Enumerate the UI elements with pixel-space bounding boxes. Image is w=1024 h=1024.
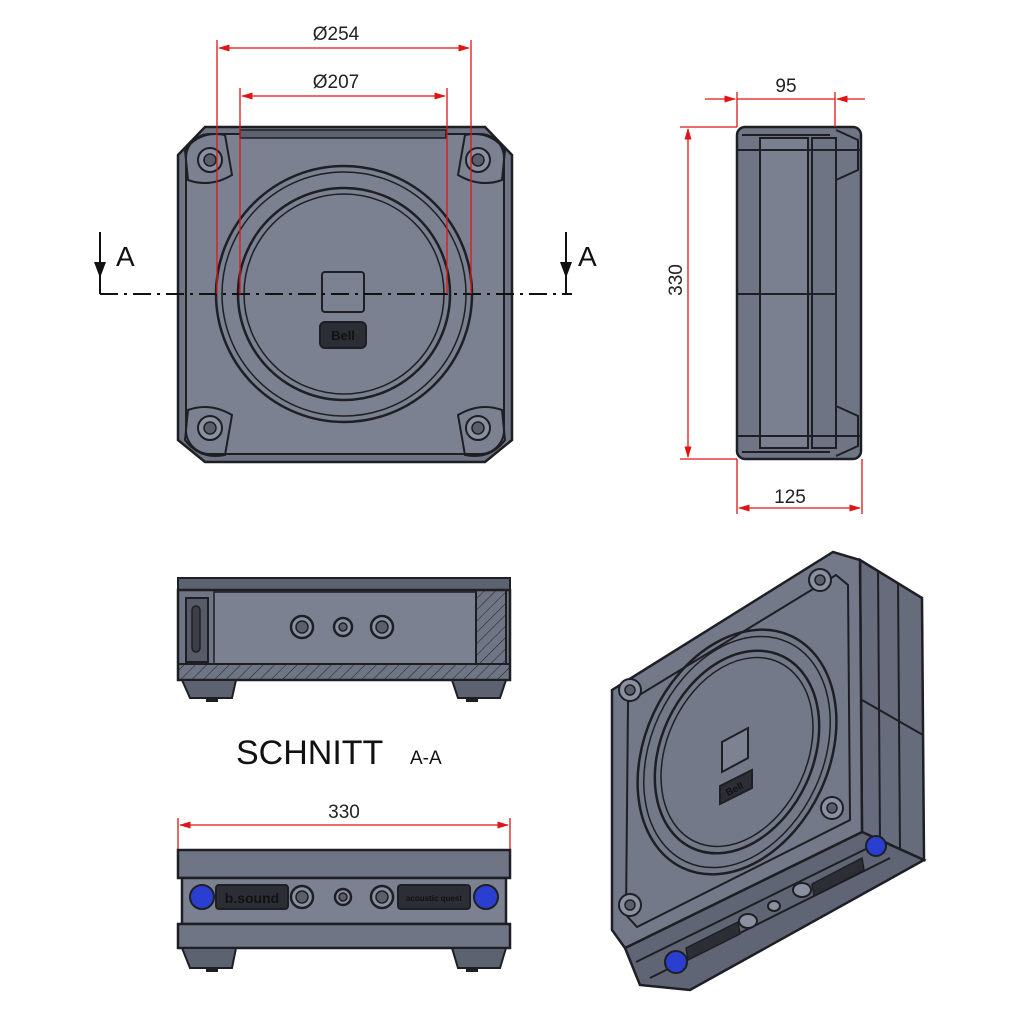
- dimension-depth-95-label: 95: [775, 76, 796, 97]
- dimension-diameter-254: Ø254: [216, 24, 472, 294]
- dimension-height-330: 330: [666, 126, 737, 460]
- front-badge-left: b.sound: [225, 890, 279, 906]
- section-marker-left: A: [116, 241, 135, 272]
- dimension-depth-125: 125: [736, 459, 863, 514]
- dimension-diameter-207-label: Ø207: [313, 72, 359, 93]
- front-view: b.sound acoustic quest: [176, 848, 512, 972]
- side-view: [735, 125, 863, 461]
- dimension-depth-95: 95: [705, 76, 865, 127]
- front-badge-right: acoustic quest: [406, 894, 462, 903]
- dimension-diameter-207: Ø207: [239, 72, 448, 294]
- isometric-view: Bell: [610, 550, 927, 992]
- top-view: Bell: [176, 125, 514, 464]
- section-line: A A: [94, 232, 597, 295]
- section-title: SCHNITT A-A: [236, 734, 442, 772]
- dimension-diameter-254-label: Ø254: [313, 24, 360, 45]
- corner-screw-top-left: [183, 133, 234, 185]
- dimension-front-width-330-label: 330: [328, 802, 360, 823]
- corner-screw-bottom-right: [456, 405, 507, 457]
- dimension-front-width-330: 330: [177, 802, 511, 850]
- section-title-subtitle: A-A: [410, 748, 442, 769]
- dimension-height-330-label: 330: [666, 264, 687, 296]
- dimension-depth-125-label: 125: [774, 487, 806, 508]
- section-title-text: SCHNITT: [236, 734, 383, 772]
- section-view: [176, 577, 512, 702]
- corner-screw-top-right: [456, 133, 507, 185]
- section-marker-right: A: [578, 241, 597, 272]
- top-logo: Bell: [331, 328, 355, 343]
- corner-screw-bottom-left: [183, 405, 234, 457]
